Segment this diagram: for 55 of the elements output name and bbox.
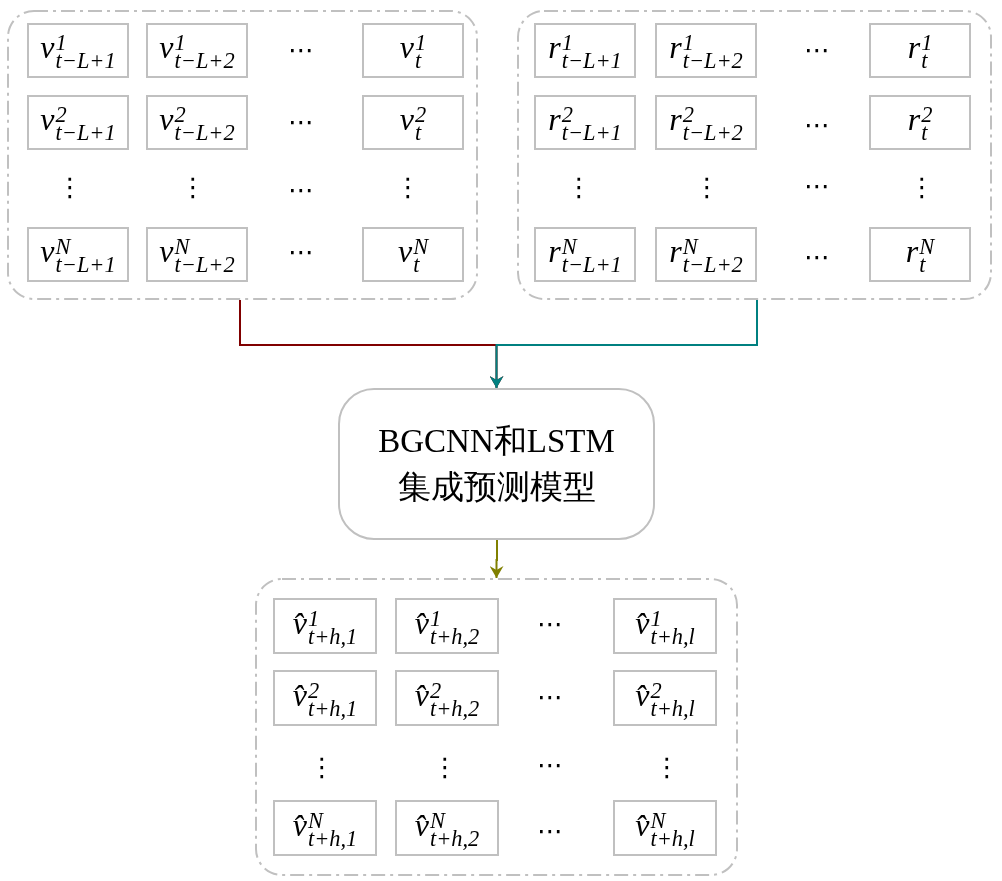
matrix-cell [146, 227, 248, 282]
ellipsis-text: ⋮ [57, 174, 83, 200]
matrix-cell [395, 670, 499, 726]
ellipsis-text: ⋯ [288, 239, 314, 265]
matrix-cell [655, 23, 757, 78]
ellipsis-text: ⋯ [288, 109, 314, 135]
connector-arrow [489, 299, 758, 389]
matrix-panel [255, 578, 738, 876]
matrix-cell [27, 23, 129, 78]
matrix-panel [7, 10, 478, 300]
ellipsis-text: ⋯ [288, 177, 314, 203]
ellipsis-text: ⋮ [909, 174, 935, 200]
matrix-cell [362, 95, 464, 150]
ellipsis-text: ⋮ [694, 174, 720, 200]
ellipsis-text: ⋮ [566, 174, 592, 200]
ellipsis-text: ⋯ [537, 818, 563, 844]
matrix-cell [869, 95, 971, 150]
matrix-cell [869, 23, 971, 78]
matrix-panel [517, 10, 992, 300]
model-box [338, 388, 655, 540]
ellipsis-text: ⋯ [804, 244, 830, 270]
matrix-cell [613, 670, 717, 726]
ellipsis-text: ⋯ [288, 37, 314, 63]
ellipsis-text: ⋯ [804, 37, 830, 63]
ellipsis-text: ⋮ [654, 754, 680, 780]
ellipsis-text: ⋮ [309, 754, 335, 780]
matrix-cell [613, 598, 717, 654]
matrix-cell [534, 227, 636, 282]
matrix-cell [534, 23, 636, 78]
matrix-cell [613, 800, 717, 856]
matrix-cell [362, 23, 464, 78]
matrix-cell [655, 227, 757, 282]
matrix-cell [273, 800, 377, 856]
matrix-cell [146, 95, 248, 150]
matrix-cell [534, 95, 636, 150]
ellipsis-text: ⋮ [180, 174, 206, 200]
ellipsis-text: ⋯ [537, 684, 563, 710]
model-label: BGCNN和LSTM集成预测模型 [377, 422, 616, 507]
ellipsis-text: ⋯ [804, 173, 830, 199]
matrix-cell [146, 23, 248, 78]
matrix-cell [273, 598, 377, 654]
matrix-cell [869, 227, 971, 282]
matrix-cell [362, 227, 464, 282]
ellipsis-text: ⋮ [432, 754, 458, 780]
matrix-cell [395, 598, 499, 654]
ellipsis-text: ⋯ [537, 611, 563, 637]
matrix-cell [655, 95, 757, 150]
ellipsis-text: ⋯ [537, 752, 563, 778]
matrix-cell [273, 670, 377, 726]
matrix-cell [395, 800, 499, 856]
ellipsis-text: ⋮ [395, 174, 421, 200]
matrix-cell [27, 227, 129, 282]
ellipsis-text: ⋯ [804, 112, 830, 138]
matrix-cell [27, 95, 129, 150]
connector-arrow [489, 539, 504, 579]
